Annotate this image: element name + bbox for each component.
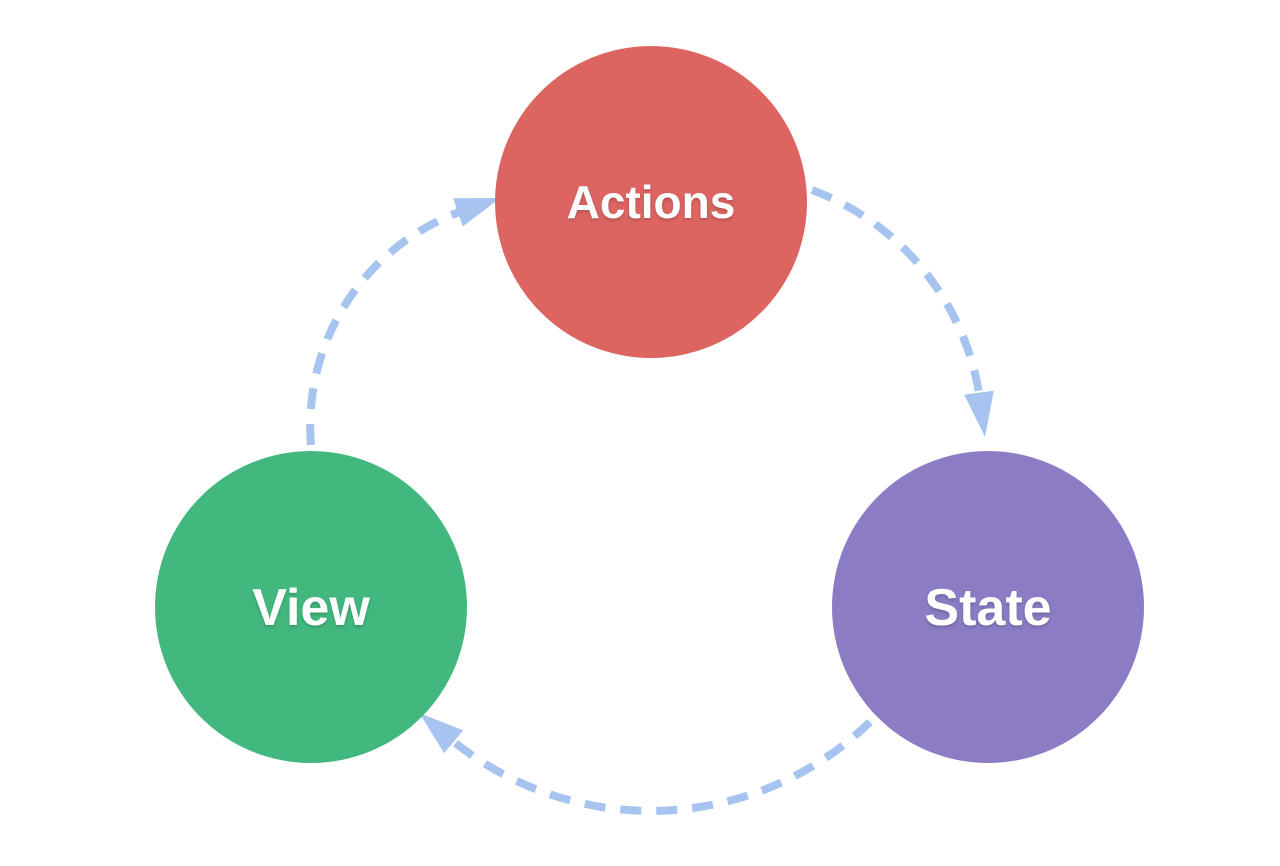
arrow-view-to-actions — [306, 197, 501, 446]
state-node — [832, 451, 1144, 763]
nodes: Actions State View — [155, 46, 1144, 763]
arrow-state-to-view — [419, 712, 873, 815]
view-node-label: View — [252, 579, 370, 637]
actions-node-label: Actions — [567, 176, 736, 228]
state-node-label: State — [924, 579, 1051, 637]
arrow-actions-to-state — [810, 186, 994, 437]
cycle-arrows — [306, 186, 994, 815]
actions-node — [495, 46, 807, 358]
view-node — [155, 451, 467, 763]
